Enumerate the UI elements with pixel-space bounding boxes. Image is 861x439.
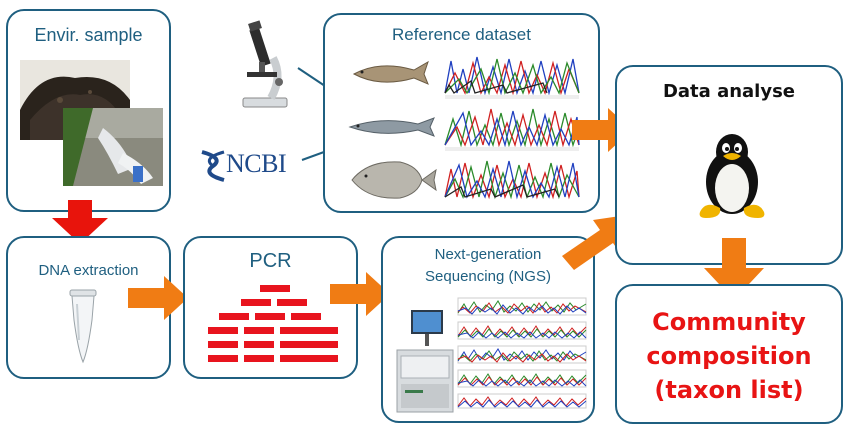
ngs-title-line2: Sequencing (NGS)	[425, 268, 551, 285]
microscope-icon	[242, 20, 288, 108]
ngs-chromatograms	[457, 297, 587, 409]
ngs-title-line1: Next-generation	[434, 246, 542, 263]
tube-icon	[69, 289, 97, 364]
ncbi-logo-text: NCBI	[226, 149, 287, 178]
data-analyse-title: Data analyse	[662, 81, 796, 102]
water-sampling-photo	[63, 108, 163, 186]
community-line1: Community	[652, 308, 806, 336]
arrow-down-red	[52, 200, 108, 244]
reference-dataset-title: Reference dataset	[392, 25, 531, 44]
community-line3: (taxon list)	[654, 376, 804, 404]
penguin-icon	[699, 134, 765, 218]
community-line2: composition	[646, 342, 812, 370]
ncbi-helix-icon	[201, 150, 225, 182]
dna-extraction-title: DNA extraction	[38, 262, 139, 279]
fish-icon	[352, 60, 429, 85]
sequencer-icon	[396, 310, 454, 413]
community-composition-box: Community composition (taxon list)	[615, 284, 843, 424]
arrow-pcr-to-ngs	[330, 272, 390, 316]
arrow-dna-to-pcr	[128, 276, 188, 320]
arrow-data-to-community	[704, 238, 764, 300]
fish-icon	[348, 117, 435, 137]
pcr-amplification-bars	[208, 285, 338, 362]
reference-chromatograms	[444, 56, 580, 200]
envir-sample-title: Envir. sample	[34, 25, 143, 45]
pcr-title: PCR	[249, 250, 292, 272]
fish-icon	[351, 161, 437, 199]
